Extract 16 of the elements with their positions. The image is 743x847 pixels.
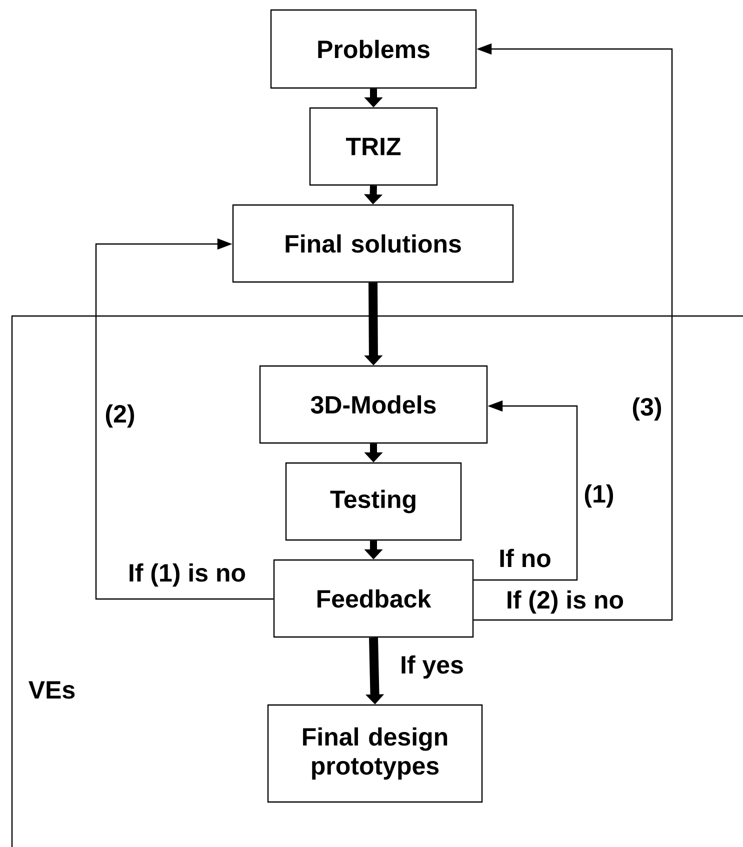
path-number: (2) — [106, 404, 134, 428]
process-box: 3D-Models — [259, 365, 488, 444]
arrow — [95, 238, 274, 600]
edge-label: If (1) is no — [126, 562, 248, 588]
process-box: Feedback — [273, 559, 474, 638]
path-number: (3) — [632, 397, 662, 421]
process-box: Testing — [285, 462, 462, 541]
edge-label: If (2) is no — [504, 589, 626, 615]
edge-label: If no — [498, 548, 552, 568]
process-box: TRIZ — [309, 107, 438, 186]
path-number: (1) — [584, 484, 614, 508]
process-box: Problems — [270, 9, 477, 89]
process-box: Final design prototypes — [267, 704, 483, 803]
edge-label: If yes — [399, 654, 465, 680]
region-label: VEs — [28, 681, 75, 699]
process-box: Final solutions — [232, 204, 514, 283]
